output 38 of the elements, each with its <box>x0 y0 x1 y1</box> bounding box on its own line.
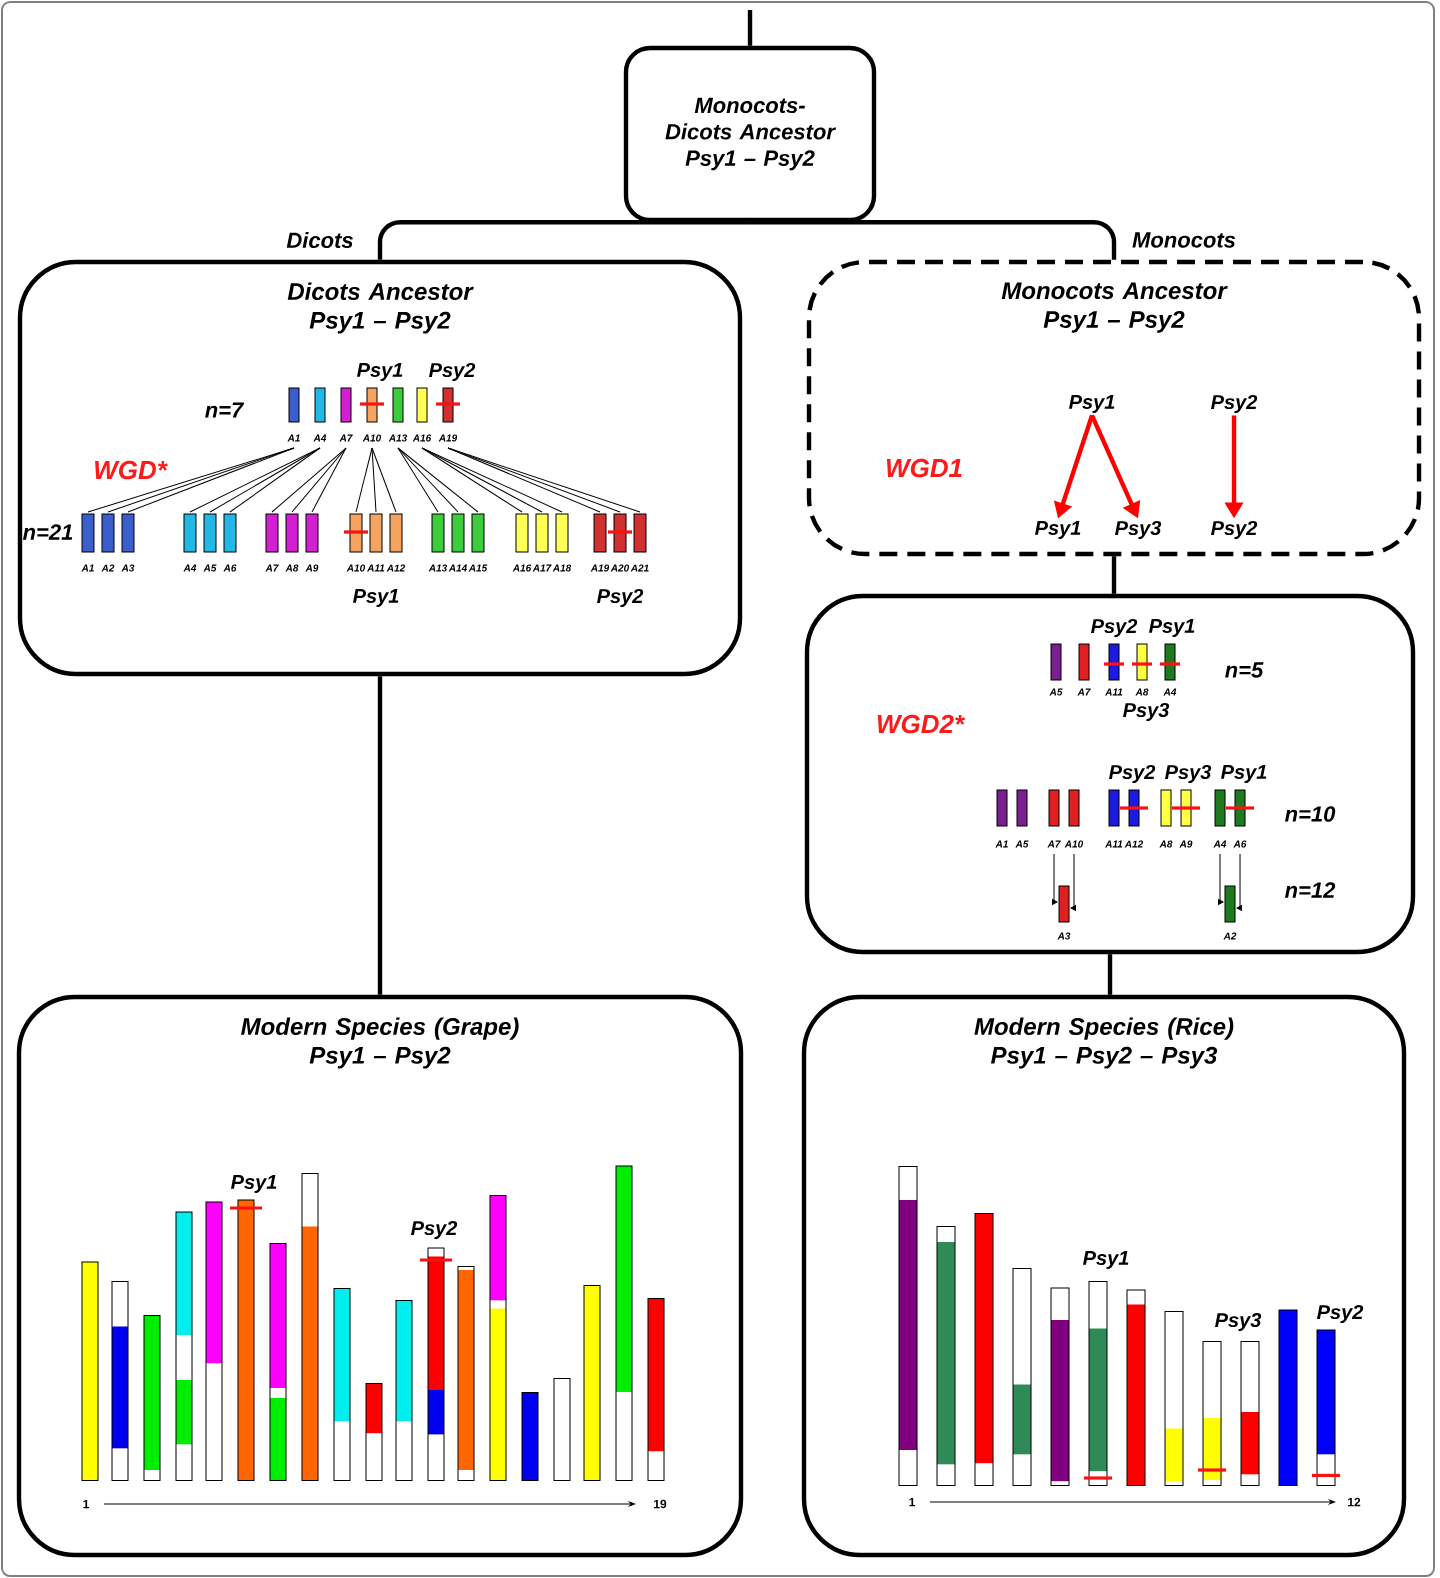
branch-line <box>750 220 1117 260</box>
gene-label: Psy1 <box>1069 395 1115 413</box>
gene-label: Psy1 <box>1149 619 1195 637</box>
branch-line <box>1107 954 1113 995</box>
genome-box <box>804 593 1416 955</box>
count-label: n=5 <box>1225 662 1264 678</box>
gene-label: Psy3 <box>1115 520 1162 540</box>
edge-label: Monocots <box>1130 230 1238 250</box>
edge-label: Dicots <box>284 229 356 251</box>
branch-line <box>377 220 750 260</box>
gene-label: Psy1 <box>353 589 399 607</box>
count-label: n=10 <box>1285 806 1336 822</box>
count-label: n=12 <box>1285 882 1336 898</box>
gene-label: Psy1 <box>1035 521 1081 539</box>
gene-label: Psy2 <box>429 362 476 382</box>
count-label: n=7 <box>205 402 245 418</box>
event-label: WGD2* <box>877 714 966 734</box>
gene-label: Psy3 <box>1215 1312 1262 1332</box>
branch-line <box>1111 556 1117 594</box>
gene-label: Psy2 <box>411 1220 458 1240</box>
gene-label: Psy1 <box>231 1175 277 1193</box>
gene-label: Psy3 <box>1123 702 1170 722</box>
count-label: n=21 <box>23 524 73 540</box>
ancestor-box: Monocots-Dicots Ancestor Psy1 – Psy2 <box>623 45 877 223</box>
branch-line <box>377 676 383 995</box>
branch-line <box>747 10 753 46</box>
event-label: WGD1 <box>886 458 962 478</box>
gene-label: Psy3 <box>1165 764 1212 784</box>
gene-label: Psy2 <box>597 588 644 608</box>
gene-label: Psy2 <box>1317 1304 1364 1324</box>
event-label: WGD* <box>95 460 168 480</box>
gene-label: Psy1 <box>1083 1251 1129 1269</box>
gene-label: Psy2 <box>1211 394 1258 414</box>
gene-label: Psy2 <box>1211 520 1258 540</box>
gene-label: Psy2 <box>1109 764 1156 784</box>
gene-label: Psy1 <box>357 363 403 381</box>
gene-label: Psy1 <box>1221 765 1267 783</box>
gene-label: Psy2 <box>1091 618 1138 638</box>
